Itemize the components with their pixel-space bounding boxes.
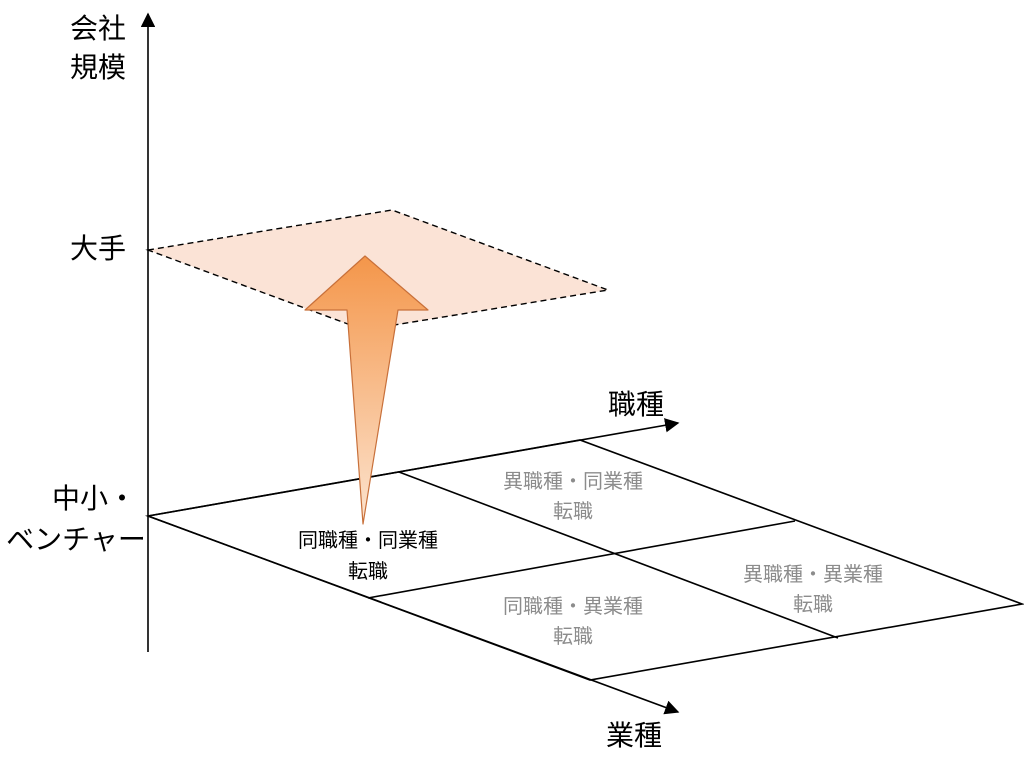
cell-same-job-same-industry-line1: 同職種・同業種 — [298, 528, 438, 552]
ground-plane-outline — [144, 439, 1024, 681]
company-size-label-line1: 会社 — [70, 12, 126, 45]
cell-diff-job-diff-industry-line1: 異職種・異業種 — [743, 562, 883, 586]
small-venture-label-line2: ベンチャー — [6, 523, 146, 556]
cell-same-job-diff-industry-line1: 同職種・異業種 — [503, 594, 643, 618]
grid-line-industry-divider — [367, 520, 796, 599]
cell-diff-job-same-industry-line1: 異職種・同業種 — [503, 469, 643, 493]
grid-line-job-divider — [398, 471, 839, 639]
large-company-label: 大手 — [70, 232, 126, 265]
promotion-arrow — [304, 255, 429, 525]
job-type-label: 職種 — [608, 388, 664, 421]
cell-diff-job-diff-industry-line2: 転職 — [793, 592, 833, 616]
cell-diff-job-same-industry-line2: 転職 — [553, 499, 593, 523]
cell-same-job-diff-industry-line2: 転職 — [553, 624, 593, 648]
small-venture-label-line1: 中小・ — [52, 482, 136, 515]
cell-same-job-same-industry-line2: 転職 — [348, 559, 388, 583]
company-size-label-line2: 規模 — [70, 51, 126, 84]
ground-plane-grid — [144, 439, 1024, 681]
industry-label: 業種 — [606, 719, 662, 752]
